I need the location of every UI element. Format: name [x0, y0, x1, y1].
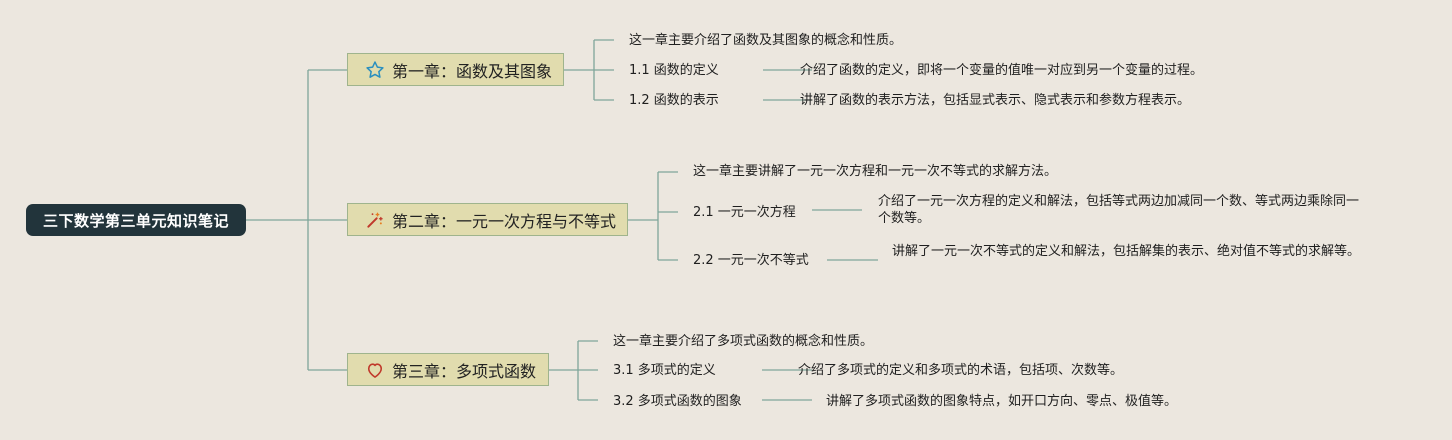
chapter-2-section-1-title: 2.1 一元一次方程: [693, 205, 796, 220]
chapter-2-section-1-desc: 介绍了一元一次方程的定义和解法，包括等式两边加减同一个数、等式两边乘除同一个数等…: [878, 194, 1360, 226]
star-icon: [364, 59, 386, 81]
chapter-2-section-2-desc: 讲解了一元一次不等式的定义和解法，包括解集的表示、绝对值不等式的求解等。: [892, 244, 1361, 259]
chapter-1-section-2-desc: 讲解了函数的表示方法，包括显式表示、隐式表示和参数方程表示。: [800, 93, 1191, 108]
chapter-2-summary: 这一章主要讲解了一元一次方程和一元一次不等式的求解方法。: [693, 164, 1058, 179]
chapter-3-section-1-desc: 介绍了多项式的定义和多项式的术语，包括项、次数等。: [798, 363, 1124, 378]
chapter-1-section-2-title: 1.2 函数的表示: [629, 93, 719, 108]
chapter-2-section-2-title: 2.2 一元一次不等式: [693, 253, 809, 268]
chapter-1-summary: 这一章主要介绍了函数及其图象的概念和性质。: [629, 33, 903, 48]
chapter-3-section-1-title: 3.1 多项式的定义: [613, 363, 716, 378]
chapter-node-3[interactable]: 第三章：多项式函数: [347, 353, 549, 386]
chapter-3-summary: 这一章主要介绍了多项式函数的概念和性质。: [613, 334, 874, 349]
chapter-3-section-2-desc: 讲解了多项式函数的图象特点，如开口方向、零点、极值等。: [826, 394, 1178, 409]
chapter-3-section-2-title: 3.2 多项式函数的图象: [613, 394, 742, 409]
chapter-node-1[interactable]: 第一章：函数及其图象: [347, 53, 564, 86]
chapter-title-2: 第二章：一元一次方程与不等式: [392, 211, 617, 231]
root-title: 三下数学第三单元知识笔记: [42, 211, 229, 230]
chapter-title-3: 第三章：多项式函数: [392, 361, 537, 381]
chapter-1-section-1-title: 1.1 函数的定义: [629, 63, 719, 78]
root-node[interactable]: 三下数学第三单元知识笔记: [26, 204, 246, 236]
chapter-title-1: 第一章：函数及其图象: [392, 61, 553, 81]
chapter-1-section-1-desc: 介绍了函数的定义，即将一个变量的值唯一对应到另一个变量的过程。: [800, 63, 1204, 78]
chapter-node-2[interactable]: 第二章：一元一次方程与不等式: [347, 203, 628, 236]
magic-wand-icon: [364, 209, 386, 231]
heart-icon: [364, 359, 386, 381]
